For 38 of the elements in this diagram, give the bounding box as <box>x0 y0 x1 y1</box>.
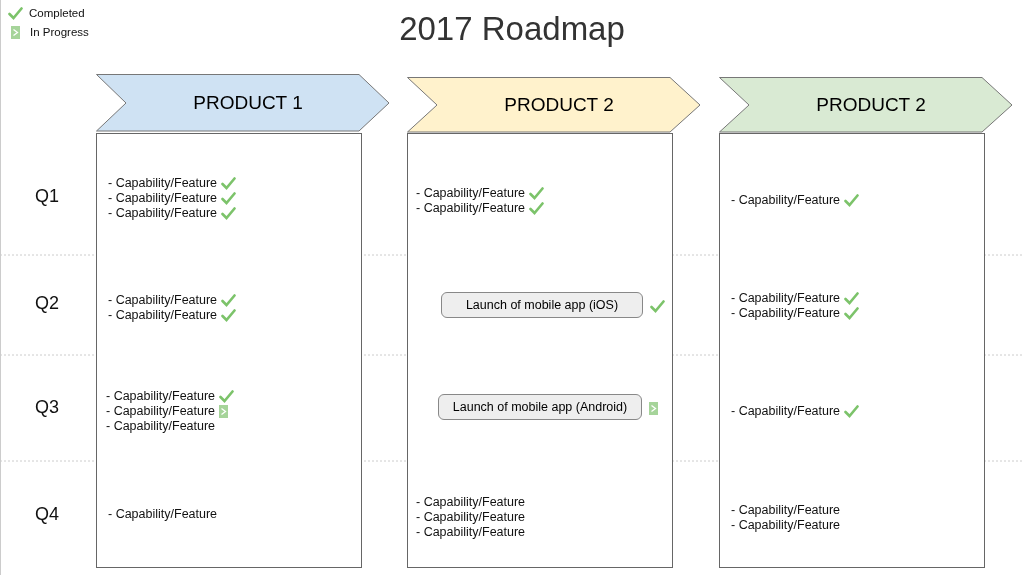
feature-item: - Capability/Feature <box>416 525 526 540</box>
feature-item: - Capability/Feature <box>108 176 218 191</box>
feature-item: - Capability/Feature <box>731 291 841 306</box>
feature-item: - Capability/Feature <box>106 404 216 419</box>
product-name: PRODUCT 1 <box>192 92 303 114</box>
feature-item: - Capability/Feature <box>731 503 841 518</box>
legend-label: Completed <box>29 6 85 21</box>
feature-item: - Capability/Feature <box>416 510 526 525</box>
feature-item: - Capability/Feature <box>108 206 218 221</box>
feature-item: - Capability/Feature <box>108 191 218 206</box>
feature-item: - Capability/Feature <box>416 186 526 201</box>
title: 2017 Roadmap <box>399 10 625 47</box>
feature-item: - Capability/Feature <box>416 495 526 510</box>
quarter-label: Q3 <box>35 397 59 417</box>
feature-item: - Capability/Feature <box>106 419 216 434</box>
feature-item: - Capability/Feature <box>108 308 218 323</box>
box-text: Launch of mobile app (Android) <box>452 400 628 414</box>
feature-item: - Capability/Feature <box>731 518 841 533</box>
legend-label: In Progress <box>30 25 89 40</box>
product-column <box>719 133 985 568</box>
quarter-label: Q1 <box>35 186 59 206</box>
box-text: Launch of mobile app (iOS) <box>465 298 619 312</box>
chevron-header <box>719 77 1013 133</box>
chevron-header <box>407 77 701 133</box>
quarter-label: Q2 <box>35 293 59 313</box>
feature-item: - Capability/Feature <box>731 306 841 321</box>
quarter-label: Q4 <box>35 504 59 524</box>
product-column <box>96 133 362 568</box>
feature-item: - Capability/Feature <box>108 293 218 308</box>
feature-item: - Capability/Feature <box>108 507 218 522</box>
feature-item: - Capability/Feature <box>416 201 526 216</box>
product-column <box>407 133 673 568</box>
feature-item: - Capability/Feature <box>731 193 841 208</box>
feature-item: - Capability/Feature <box>731 404 841 419</box>
product-name: PRODUCT 2 <box>503 94 614 116</box>
chevron-header <box>96 74 390 132</box>
feature-item: - Capability/Feature <box>106 389 216 404</box>
product-name: PRODUCT 2 <box>815 94 926 116</box>
